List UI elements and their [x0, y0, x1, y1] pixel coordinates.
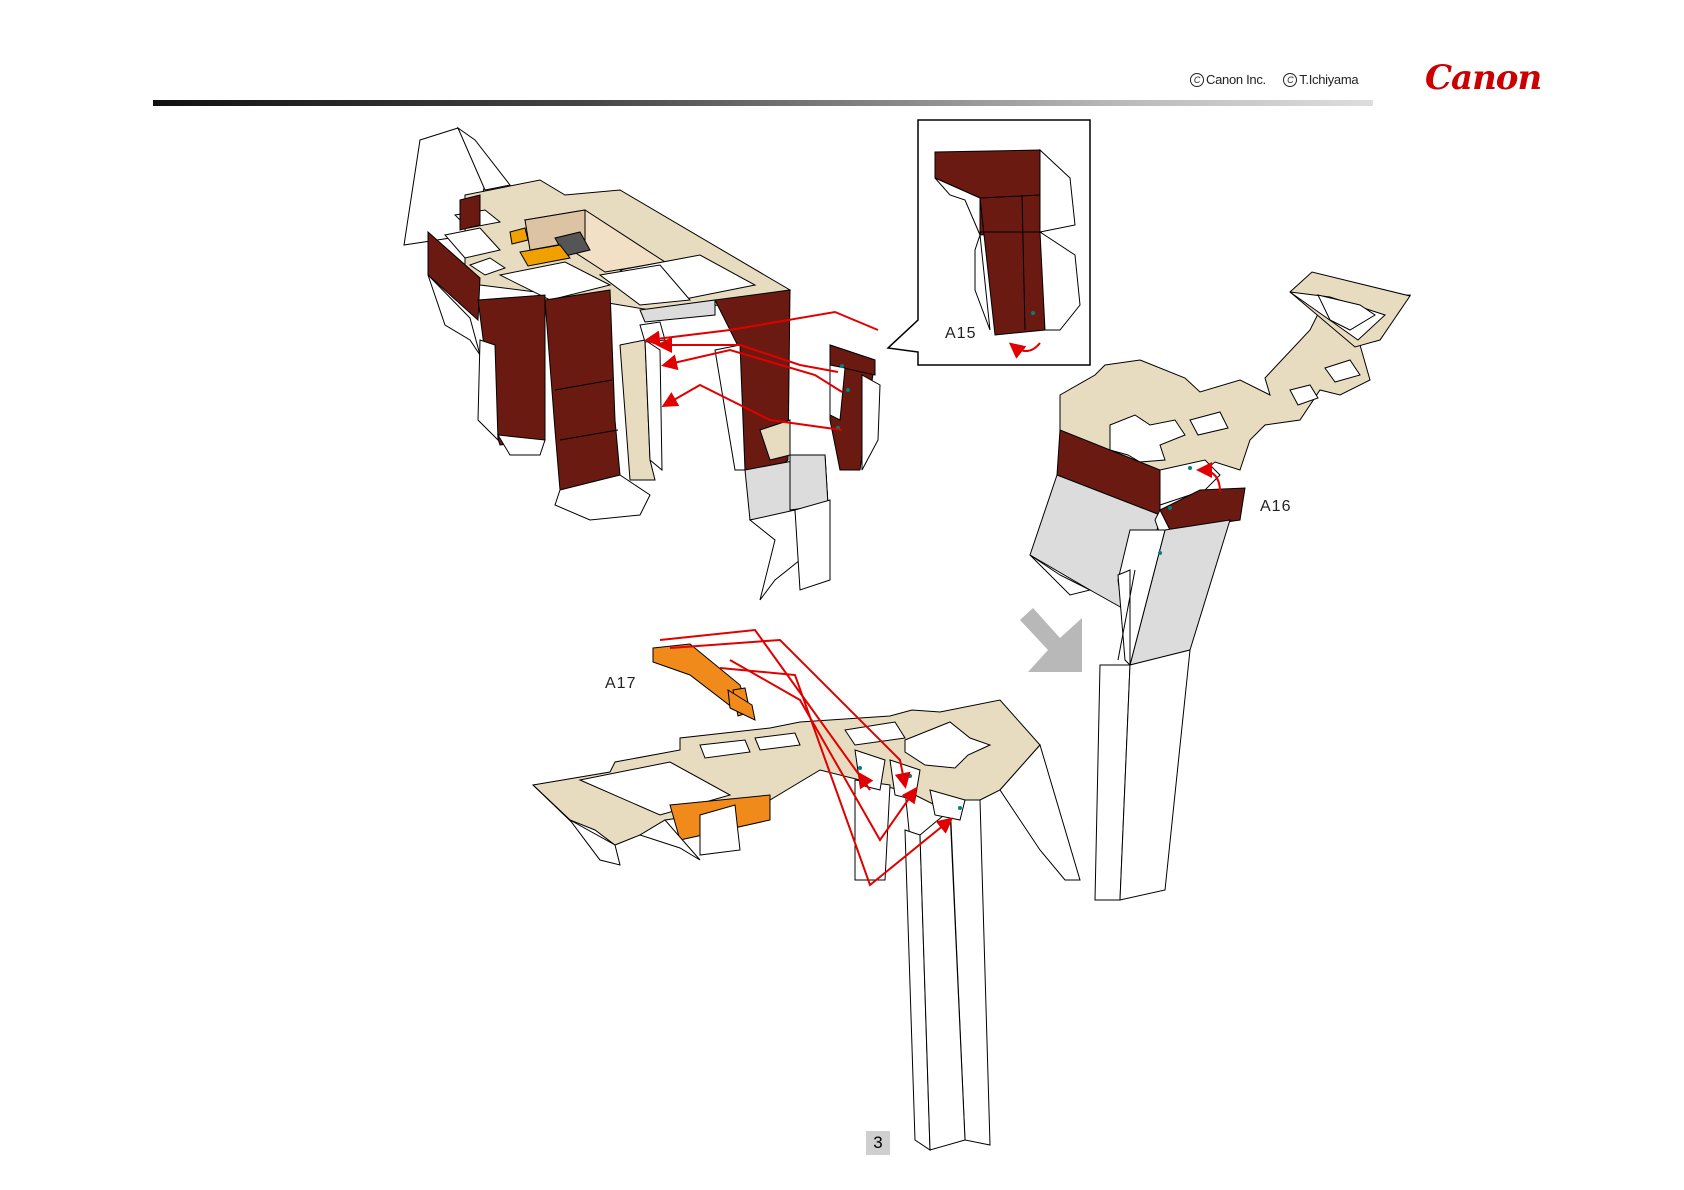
part-label-a16: A16 [1260, 498, 1291, 516]
part-a15-loose [830, 345, 880, 470]
top-left-assembly [404, 128, 830, 600]
bottom-assembly [533, 644, 1080, 1150]
part-label-a15: A15 [945, 325, 976, 343]
step-arrow-icon [1020, 608, 1082, 672]
right-assembly [1030, 272, 1410, 900]
page-number: 3 [866, 1131, 890, 1155]
a15-detail-callout [888, 120, 1090, 365]
part-label-a17: A17 [605, 675, 636, 693]
